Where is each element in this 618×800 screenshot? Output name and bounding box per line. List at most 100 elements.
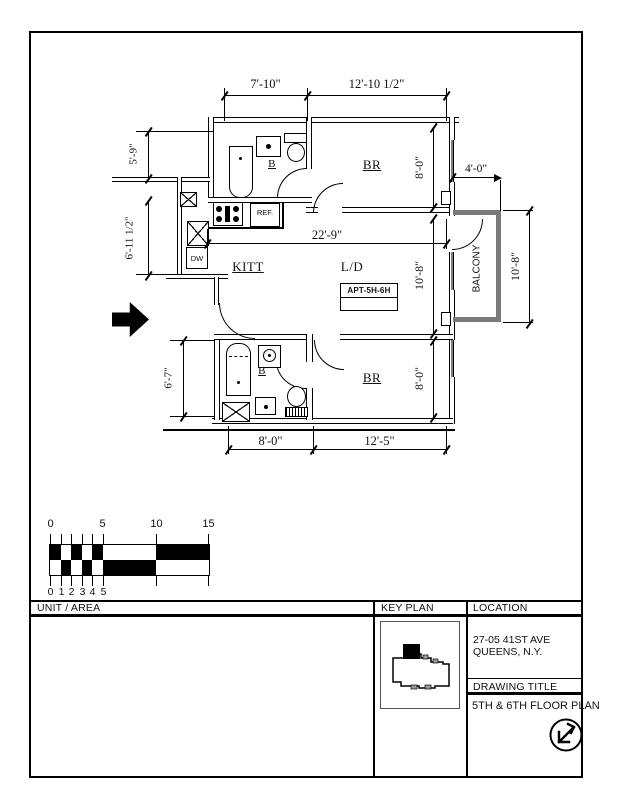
dim-label-left-upper: 5'-9" (128, 143, 141, 165)
scale-tick (103, 534, 104, 545)
drawing-title-underline (468, 692, 583, 695)
wall-bottom (212, 418, 453, 424)
dim-label-mid: 22'-9" (311, 228, 343, 242)
dim-label-br2-height: 8'-0" (412, 366, 427, 391)
scale-tick (71, 534, 72, 545)
dim-label-left-mid-wrap: 6'-11 1/2" (120, 198, 140, 278)
scale-tick (61, 576, 62, 586)
column-box (180, 192, 197, 207)
wall-br1-bottom (342, 207, 453, 213)
stove-burner (233, 206, 239, 212)
wall-bath1-right (306, 117, 312, 169)
scale-top-label-10: 10 (150, 518, 163, 530)
unit-area-header: UNIT / AREA (37, 602, 101, 614)
dim-label-top-right: 12'-10 1/2" (348, 77, 405, 91)
scale-bottom-label-3: 3 (79, 586, 86, 598)
wall-corridor-bottom (166, 274, 228, 279)
dim-line-top (224, 95, 447, 96)
titleblock-divider-1 (373, 600, 375, 778)
room-label-bedroom2: BR (362, 370, 382, 385)
bathtub-upper-drain (239, 157, 242, 160)
wall-right-seg1 (449, 117, 455, 140)
bathtub-lower (226, 343, 251, 396)
scale-tick (82, 534, 83, 545)
dim-label-bottom-right: 12'-5" (364, 434, 395, 448)
shaft-box-lower (222, 402, 250, 422)
scale-cell (92, 545, 103, 560)
dim-line-left-mid (148, 200, 149, 275)
dim-label-left-upper-wrap: 5'-9" (124, 132, 144, 176)
wall-bath2-left (214, 334, 220, 420)
scale-top-label-5: 5 (99, 518, 106, 530)
wall-pier-lower (441, 312, 451, 326)
dim-label-bottom-left: 8'-0" (258, 434, 283, 448)
extension-line (503, 322, 533, 323)
window-br1 (449, 140, 454, 182)
dim-line-br2-height (433, 340, 434, 417)
dim-label-left-lower: 6'-7" (163, 367, 176, 389)
room-label-balcony: BALCONY (471, 244, 483, 292)
wall-kitchen-west (177, 177, 182, 278)
dim-label-ld-height: 10'-8" (412, 260, 427, 291)
dim-label-left-lower-wrap: 6'-7" (159, 340, 179, 416)
dim-line-br1-height (433, 127, 434, 207)
dishwasher: DW (186, 247, 208, 269)
scale-tick (208, 534, 209, 545)
window-br2 (449, 340, 454, 377)
extension-line (446, 88, 447, 121)
stove-burner (233, 216, 239, 222)
apartment-tag-label: APT-5H-6H (341, 284, 397, 298)
stove (213, 202, 243, 226)
extension-line (313, 426, 314, 454)
toilet-upper-tank (284, 133, 307, 143)
toilet-upper-bowl (287, 143, 305, 162)
sink-lower (258, 345, 281, 368)
titleblock-header-underline (31, 614, 583, 617)
dim-line-mid (207, 243, 447, 244)
scale-tick (92, 534, 93, 545)
scale-tick (92, 576, 93, 586)
extension-line (503, 210, 533, 211)
toilet-lower-bowl (287, 386, 306, 407)
room-label-bath1: B (268, 158, 276, 170)
scale-tick (61, 534, 62, 545)
wall-br2-top (340, 334, 453, 340)
refrigerator: REF. (250, 203, 280, 227)
dim-label-ld-height-wrap: 10'-8" (410, 219, 430, 332)
vanity-lower (255, 397, 276, 415)
drawing-title-band-top (468, 678, 583, 679)
dim-label-balcony-height-wrap: 10'-8" (506, 210, 526, 322)
drawing-title-header: DRAWING TITLE (473, 681, 558, 693)
page-border (29, 31, 583, 778)
dim-line-balcony-height (529, 210, 530, 323)
bathtub-lower-waterline (229, 356, 248, 357)
scale-top-label-0: 0 (47, 518, 54, 530)
bathtub-upper (229, 146, 253, 198)
location-header: LOCATION (473, 602, 528, 614)
key-plan-header: KEY PLAN (381, 602, 434, 614)
dim-label-balcony-width: 4'-0" (464, 163, 488, 175)
extension-line (207, 229, 208, 249)
dim-label-br2-height-wrap: 8'-0" (410, 340, 430, 417)
scale-cell (61, 560, 71, 575)
scale-bottom-label-2: 2 (68, 586, 75, 598)
wall-entry-jog (214, 277, 219, 305)
scale-top-label-15: 15 (202, 518, 215, 530)
bathtub-lower-drain (237, 381, 240, 384)
counter-edge-h (208, 227, 284, 229)
scale-tick (50, 534, 51, 545)
wall-right-seg4 (449, 377, 455, 424)
wall-corridor-top (112, 177, 210, 182)
scale-tick (82, 576, 83, 586)
scale-cell (50, 545, 61, 560)
dim-arrow (494, 173, 502, 182)
wall-br1-bottom-stub (306, 207, 318, 213)
titleblock-top-line (31, 600, 583, 602)
wall-bath2-right-upper (306, 334, 313, 362)
stove-burner (216, 206, 222, 212)
stove-center (225, 206, 230, 222)
balcony-wall-top (453, 210, 501, 215)
sink-upper-drain (266, 144, 271, 149)
wall-bath2-right-lower (306, 388, 313, 420)
room-label-living: L/D (340, 259, 364, 274)
